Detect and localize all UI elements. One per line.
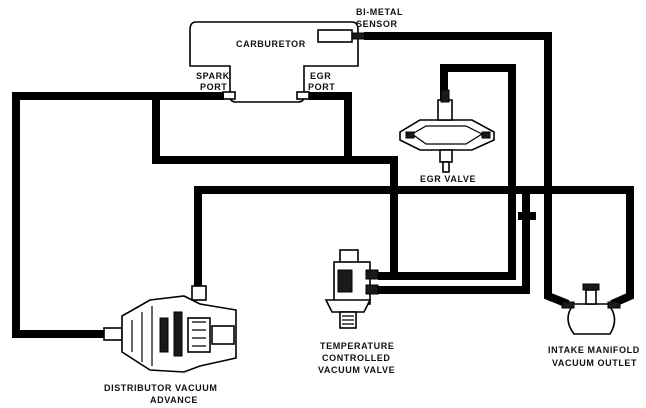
label-spark-line2: PORT <box>200 82 227 92</box>
label-bimetal-line1: BI-METAL <box>356 7 403 17</box>
label-tcvv-line3: VACUUM VALVE <box>318 365 395 375</box>
vacuum-hoses <box>12 32 634 338</box>
hose-distributor-to-intake <box>194 186 634 308</box>
spark-port-nipple <box>222 91 236 100</box>
distributor-vacuum-advance <box>103 285 237 373</box>
label-intake-line1: INTAKE MANIFOLD <box>548 345 640 355</box>
temperature-controlled-vacuum-valve <box>324 249 379 329</box>
label-egr-port-line1: EGR <box>310 71 331 81</box>
label-intake-line2: VACUUM OUTLET <box>552 358 637 368</box>
carburetor-body <box>189 21 359 103</box>
hose-spark-to-distributor <box>12 92 224 338</box>
label-distributor-line2: ADVANCE <box>150 395 198 405</box>
label-egr-port-line2: PORT <box>308 82 335 92</box>
label-tcvv-line1: TEMPERATURE <box>320 341 394 351</box>
egr-valve <box>399 89 495 173</box>
label-distributor-line1: DISTRIBUTOR VACUUM <box>104 383 217 393</box>
bimetal-sensor <box>317 29 365 43</box>
hose-egr-port-to-egr-valve <box>309 92 352 160</box>
label-bimetal-line2: SENSOR <box>356 19 398 29</box>
egr-port-nipple <box>296 91 310 100</box>
hose-egr-valve-to-tcvv <box>378 64 516 280</box>
label-tcvv-line2: CONTROLLED <box>322 353 391 363</box>
label-spark-line1: SPARK <box>196 71 230 81</box>
hose-bimetal-to-intake <box>364 32 570 308</box>
hose-tcvv-lower-to-tee <box>378 190 530 294</box>
label-carburetor: CARBURETOR <box>236 39 306 49</box>
intake-manifold-vacuum-outlet <box>561 283 621 335</box>
label-egr-valve: EGR VALVE <box>420 174 476 184</box>
